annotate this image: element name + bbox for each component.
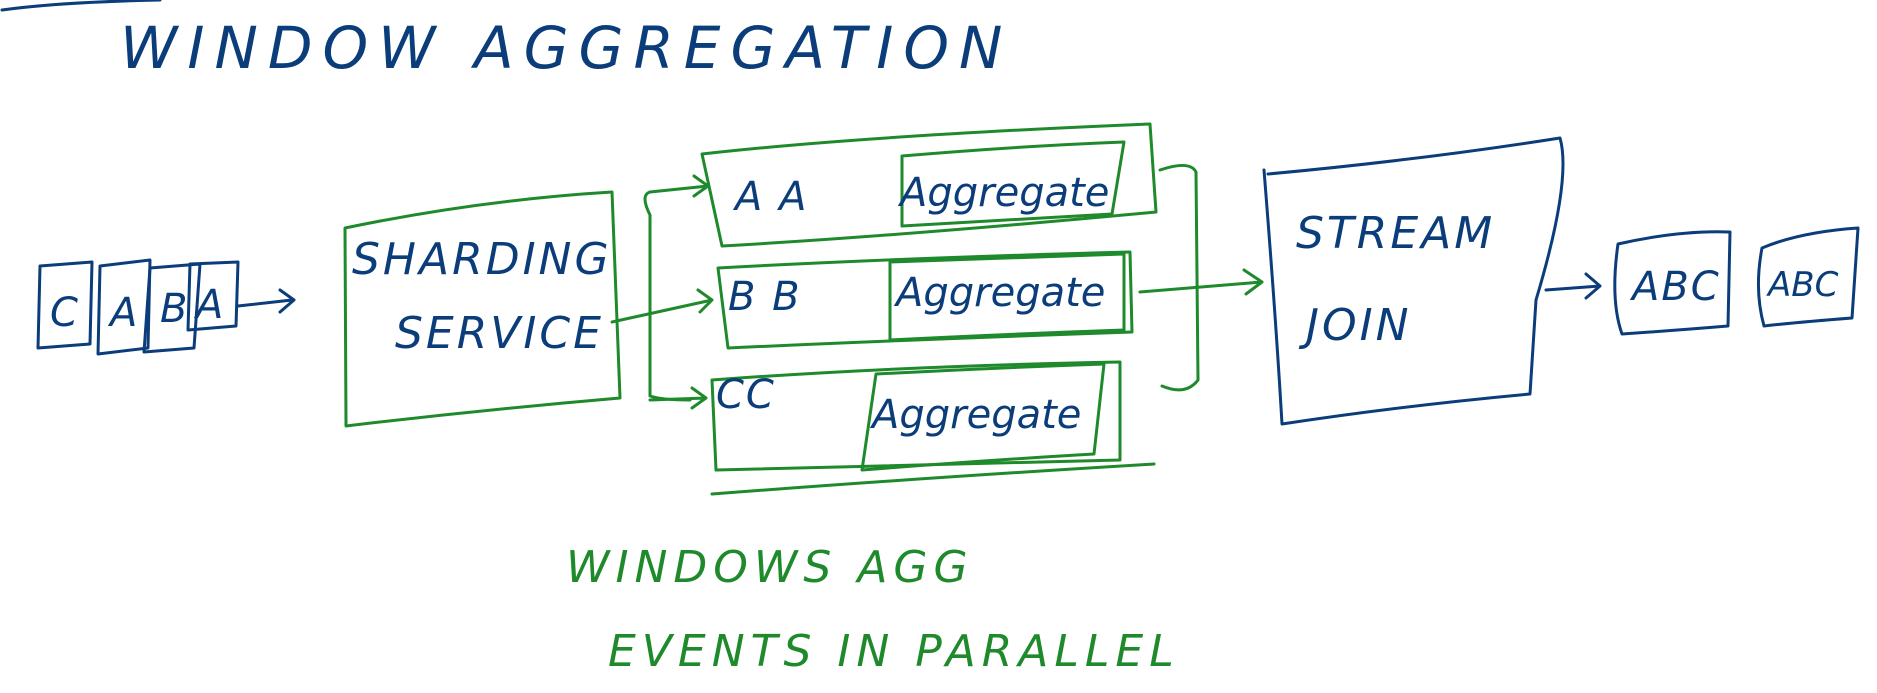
fanout-bracket xyxy=(643,190,692,402)
aggregate-box-aa xyxy=(900,140,1126,228)
partitions-underline xyxy=(710,462,1156,496)
sharding-service-box xyxy=(343,190,622,428)
aggregate-label-aa: Aggregate xyxy=(897,170,1109,216)
output-box-1 xyxy=(1613,230,1732,336)
partition-box-bb xyxy=(716,250,1134,350)
event-label-a1: A xyxy=(107,290,139,336)
output-label-2: ABC xyxy=(1766,265,1839,305)
partition-key-cc: CC xyxy=(716,372,776,418)
partition-box-aa xyxy=(700,122,1158,248)
aggregate-box-bb xyxy=(888,252,1126,342)
event-box-c xyxy=(36,260,94,350)
output-arrow xyxy=(1544,272,1602,300)
stream-join-line2: JOIN xyxy=(1298,300,1412,351)
stream-join-box xyxy=(1262,136,1565,426)
partition-key-aa: A A xyxy=(732,174,808,220)
partition-box-cc xyxy=(710,360,1122,472)
sharding-service-line2: SERVICE xyxy=(395,308,604,359)
event-label-c: C xyxy=(50,290,80,336)
output-box-2 xyxy=(1756,226,1860,328)
note-line1: WINDOWS AGG xyxy=(566,542,974,593)
input-event-stack: C A B A xyxy=(36,258,240,356)
top-edge-stroke xyxy=(0,0,162,12)
input-arrow xyxy=(236,288,296,314)
event-label-a2: A xyxy=(193,282,225,328)
event-box-a2 xyxy=(186,260,240,332)
fanout-arrow-aa xyxy=(648,174,710,198)
fanout-arrow-cc xyxy=(648,386,708,410)
aggregate-label-bb: Aggregate xyxy=(893,270,1105,316)
fanin-arrow xyxy=(1138,268,1264,296)
aggregate-label-cc: Aggregate xyxy=(869,392,1081,438)
event-box-a1 xyxy=(96,258,152,356)
output-label-1: ABC xyxy=(1629,264,1721,310)
sharding-service-line1: SHARDING xyxy=(352,234,612,285)
fanout-arrow-bb xyxy=(610,288,714,324)
aggregate-box-cc xyxy=(860,362,1106,472)
event-label-b: B xyxy=(160,286,189,332)
fanin-bracket xyxy=(1158,164,1200,392)
partition-key-bb: B B xyxy=(728,274,802,320)
stream-join-line1: STREAM xyxy=(1296,208,1495,259)
note-line2: EVENTS IN PARALLEL xyxy=(608,626,1180,677)
diagram-title: WINDOW AGGREGATION xyxy=(120,14,1012,82)
event-box-b xyxy=(142,262,202,354)
